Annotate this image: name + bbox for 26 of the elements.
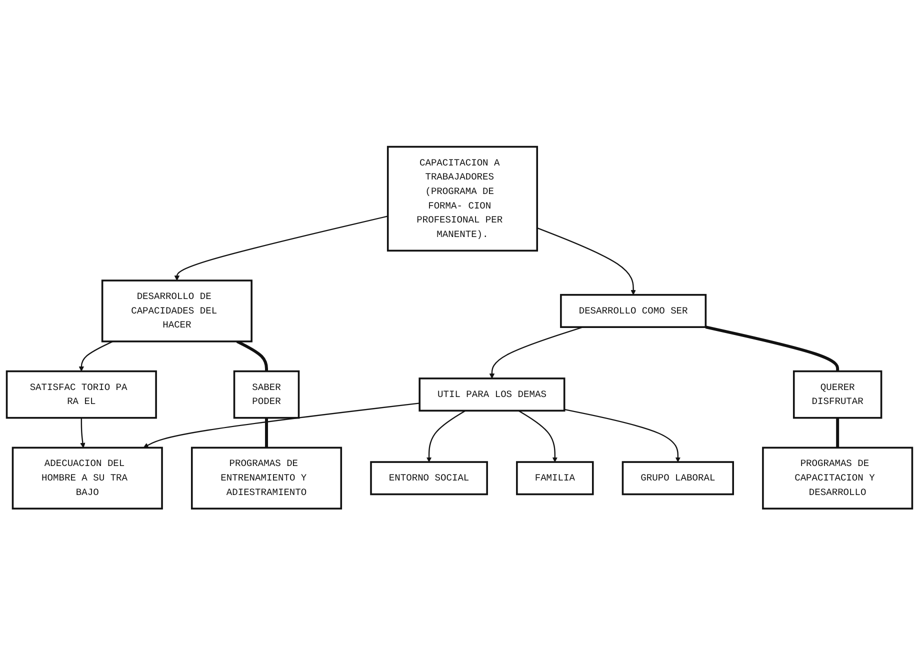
- arrow: [143, 402, 420, 448]
- node-box: UTIL PARA LOS DEMAS: [418, 377, 566, 412]
- arrow: [489, 326, 584, 378]
- node-box: SATISFAC TORIO PA RA EL: [6, 370, 157, 419]
- node-box: PROGRAMAS DE ENTRENAMIENTO Y ADIESTRAMIENTO: [190, 446, 342, 510]
- node-box: DESARROLLO COMO SER: [560, 294, 707, 328]
- arrow: [80, 418, 86, 448]
- node-box: PROGRAMAS DE CAPACITACION Y DESARROLLO: [762, 446, 914, 510]
- node-box: SABER PODER: [233, 370, 300, 419]
- connector: [236, 340, 268, 372]
- node-box: CAPACITACION A TRABAJADORES (PROGRAMA DE FORMA- CION PROFESIONAL PER MANENTE).: [386, 146, 538, 252]
- node-box: DESARROLLO DE CAPACIDADES DEL HACER: [101, 279, 252, 342]
- arrow: [536, 227, 636, 295]
- node-box: FAMILIA: [516, 460, 594, 495]
- node-box: ENTORNO SOCIAL: [370, 460, 488, 495]
- node-box: GRUPO LABORAL: [622, 460, 734, 495]
- node-box: ADECUACION DEL HOMBRE A SU TRA BAJO: [12, 446, 163, 510]
- connector: [836, 418, 840, 448]
- arrow: [426, 410, 466, 462]
- arrow: [564, 408, 681, 462]
- arrow: [518, 410, 558, 462]
- arrow: [174, 215, 388, 281]
- connector: [265, 418, 268, 448]
- arrow: [78, 340, 114, 372]
- connector: [705, 325, 840, 372]
- node-box: QUERER DISFRUTAR: [792, 370, 882, 419]
